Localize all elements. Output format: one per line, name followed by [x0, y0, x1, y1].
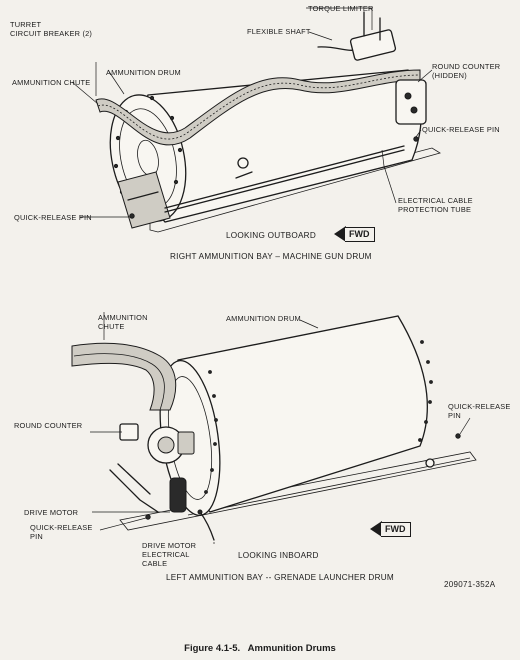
drawing-number: 209071-352A [444, 580, 496, 589]
arrow-left-icon [334, 226, 346, 242]
label-torque-limiter: TORQUE LIMITER [308, 4, 374, 13]
label-drive-motor-electrical-cable: DRIVE MOTOR ELECTRICAL CABLE [142, 541, 197, 568]
bottom-drum-handle [425, 458, 435, 468]
bottom-quick-release-pin-left [145, 514, 151, 520]
label-bottom-quick-release-pin-left: QUICK-RELEASE PIN [30, 523, 93, 541]
bottom-view-caption: LEFT AMMUNITION BAY -- GRENADE LAUNCHER … [166, 573, 394, 582]
bottom-fwd-arrow: FWD [370, 521, 411, 537]
label-bottom-ammunition-drum: AMMUNITION DRUM [226, 314, 301, 323]
label-top-quick-release-pin-right: QUICK-RELEASE PIN [422, 125, 500, 134]
top-fwd-arrow: FWD [334, 226, 375, 242]
label-round-counter-hidden: ROUND COUNTER (HIDDEN) [432, 62, 501, 80]
label-electrical-cable-protection-tube: ELECTRICAL CABLE PROTECTION TUBE [398, 196, 473, 214]
top-round-counter-housing [395, 79, 427, 125]
label-top-ammunition-chute: AMMUNITION CHUTE [12, 78, 91, 87]
bottom-drive-motor-cable [199, 511, 215, 541]
top-view-caption: RIGHT AMMUNITION BAY – MACHINE GUN DRUM [170, 252, 372, 261]
label-flexible-shaft: FLEXIBLE SHAFT [247, 27, 311, 36]
label-bottom-ammunition-chute: AMMUNITION CHUTE [98, 313, 148, 331]
top-quick-release-pin-left [129, 213, 135, 219]
bottom-ammunition-chute [71, 342, 177, 411]
bottom-view-note: LOOKING INBOARD [238, 551, 319, 560]
label-top-ammunition-drum: AMMUNITION DRUM [106, 68, 181, 77]
label-drive-motor: DRIVE MOTOR [24, 508, 79, 517]
top-flexible-shaft [317, 46, 355, 52]
top-drum-handle [237, 157, 249, 169]
machine-gun-drum-assembly [71, 7, 441, 233]
label-bottom-quick-release-pin-right: QUICK-RELEASE PIN [448, 402, 511, 420]
figure-caption: Figure 4.1-5. Ammunition Drums [184, 643, 336, 654]
bottom-mounting-tray [119, 451, 477, 531]
label-turret-circuit-breaker: TURRET CIRCUIT BREAKER (2) [10, 20, 93, 38]
bottom-drive-motor [169, 477, 187, 513]
top-cable-protection-tube [164, 145, 405, 209]
top-view-note: LOOKING OUTBOARD [226, 231, 316, 240]
top-torque-limiter [349, 29, 397, 61]
bottom-quick-release-pin-right [455, 433, 461, 439]
grenade-launcher-drum-assembly [71, 312, 477, 544]
top-quick-release-pin-right [413, 136, 419, 142]
label-top-quick-release-pin-left: QUICK-RELEASE PIN [14, 213, 92, 222]
bottom-round-counter [119, 423, 139, 441]
label-round-counter: ROUND COUNTER [14, 421, 83, 430]
arrow-left-icon [370, 521, 382, 537]
